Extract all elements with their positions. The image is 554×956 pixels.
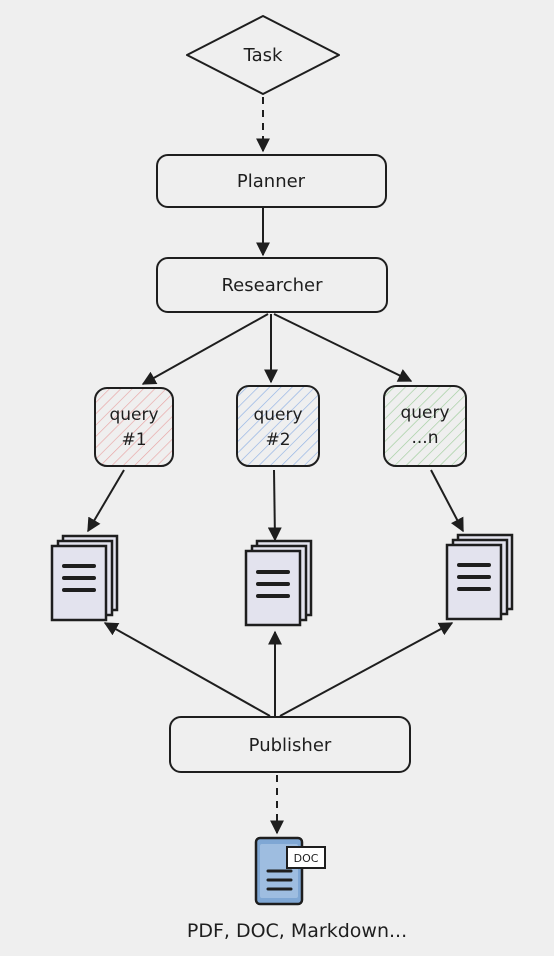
arrow-researcher-to-query1 xyxy=(141,313,269,385)
query-2-node: query #2 xyxy=(236,385,320,467)
arrow-publisher-to-docs3 xyxy=(279,622,454,717)
query-1-label-line2: #1 xyxy=(121,430,146,450)
document-stack-2-icon xyxy=(244,539,313,627)
output-formats-caption: PDF, DOC, Markdown... xyxy=(187,920,407,942)
planner-node: Planner xyxy=(156,154,387,208)
task-label: Task xyxy=(243,45,283,66)
query-2-label-line2: #2 xyxy=(265,430,290,450)
researcher-label: Researcher xyxy=(221,275,323,296)
arrow-query2-to-docs2 xyxy=(267,469,282,542)
arrow-researcher-to-query3 xyxy=(273,313,413,382)
task-node: Task xyxy=(186,15,340,95)
planner-label: Planner xyxy=(237,171,306,192)
arrow-query1-to-docs1 xyxy=(87,469,125,533)
publisher-node: Publisher xyxy=(169,716,411,773)
query-1-node: query #1 xyxy=(94,387,174,467)
query-1-label-line1: query xyxy=(109,405,158,425)
document-stack-1-icon xyxy=(50,534,119,622)
arrow-query3-to-docs3 xyxy=(430,469,464,533)
query-3-label-line1: query xyxy=(400,403,449,423)
publisher-label: Publisher xyxy=(249,735,332,756)
document-stack-3-icon xyxy=(445,533,514,621)
arrow-publisher-to-docs1 xyxy=(103,622,271,717)
researcher-node: Researcher xyxy=(156,257,388,313)
query-3-label-line2: ...n xyxy=(412,428,439,448)
query-3-node: query ...n xyxy=(383,385,467,467)
output-document-icon: DOC xyxy=(254,836,326,906)
doc-badge-label: DOC xyxy=(294,852,319,865)
query-2-label-line1: query xyxy=(253,405,302,425)
